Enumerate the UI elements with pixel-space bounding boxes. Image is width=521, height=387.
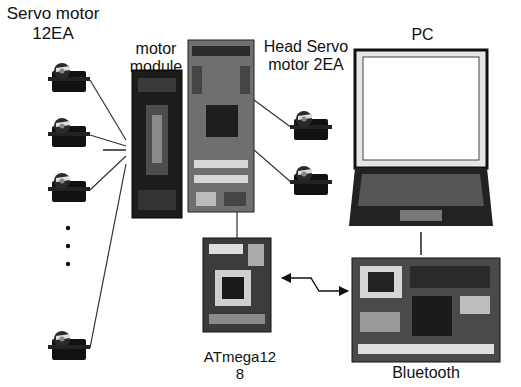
component-label: Servo motor 12EA (3, 4, 103, 43)
pc: PC (350, 26, 495, 232)
head-servo-icons (290, 111, 332, 195)
wireless-link-arrow (282, 278, 348, 291)
component-label: ATmega12 8 (198, 348, 282, 383)
wire (420, 232, 421, 255)
component-label: PC (350, 26, 495, 44)
microcontroller: ATmega12 8 (198, 234, 282, 384)
component-label: motor module (126, 40, 186, 77)
servo-group: Servo motor 12EA (3, 4, 103, 382)
servo-wires (90, 80, 126, 348)
pc-picture (349, 50, 493, 226)
head-servo-group: Head Servo motor 2EA (256, 38, 356, 210)
component-label: Head Servo motor 2EA (256, 38, 356, 75)
motor-module-picture (132, 70, 182, 218)
atmega-board-picture (203, 238, 271, 332)
board-wires (237, 100, 292, 238)
servo-motor-icons (48, 63, 90, 360)
bluetooth-module: Bluetooth (348, 255, 504, 384)
bluetooth-board-picture (352, 258, 500, 362)
ellipsis-dots (66, 226, 70, 266)
wire (103, 149, 126, 150)
control-board-picture (188, 40, 254, 212)
component-label: Bluetooth (348, 364, 504, 382)
motor-module: motor module (126, 40, 186, 222)
